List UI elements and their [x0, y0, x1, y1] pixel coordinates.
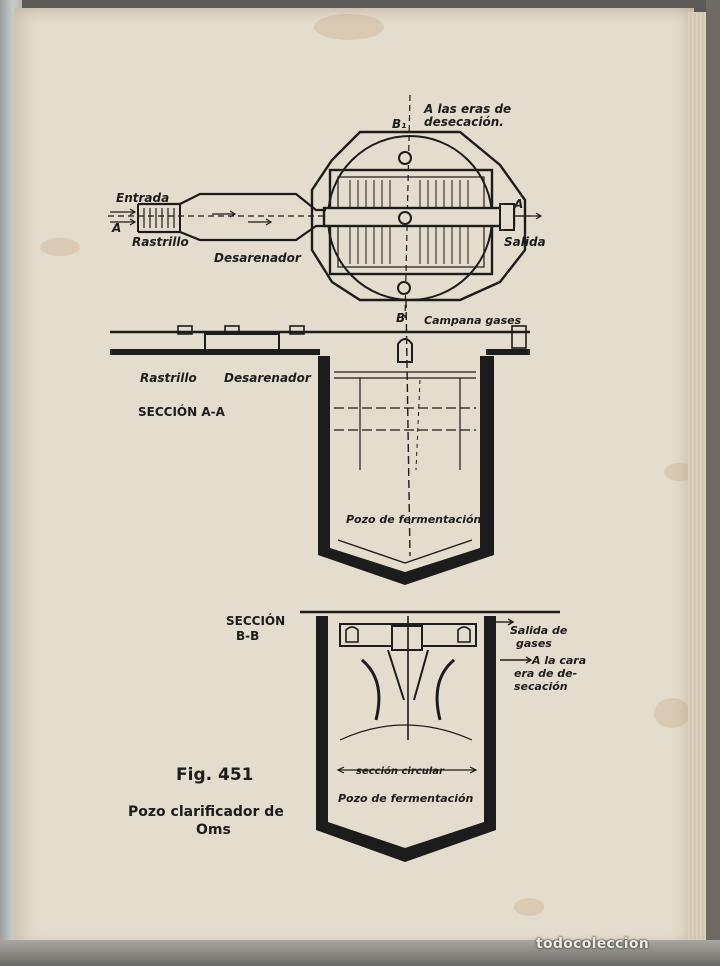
label-seccion-bb-1: SECCIÓN	[226, 613, 285, 628]
page-edges	[688, 12, 710, 942]
label-a-las-eras-1: A las eras de	[423, 102, 511, 116]
watermark-text: todocoleccion	[536, 936, 650, 952]
paper-stain	[514, 898, 544, 916]
label-rastrillo-top: Rastrillo	[132, 235, 189, 249]
label-salida-gases-2: gases	[516, 637, 552, 650]
label-pozo-fermentacion-1: Pozo de fermentación	[346, 513, 482, 526]
label-salida-gases-1: Salida de	[510, 624, 568, 637]
label-entrada: Entrada	[116, 191, 169, 205]
section-bb	[300, 610, 560, 862]
label-b1-top: B₁	[392, 117, 406, 131]
label-a-right: A	[513, 197, 523, 211]
label-seccion-aa: SECCIÓN A-A	[138, 404, 226, 419]
label-a-la-cara-3: secación	[514, 680, 568, 693]
label-a-la-cara-2: era de de-	[514, 667, 577, 680]
label-desarenador: Desarenador	[214, 251, 302, 265]
paper-stain	[664, 463, 694, 481]
label-pozo-fermentacion-2: Pozo de fermentación	[338, 792, 474, 805]
book-page	[14, 8, 694, 948]
label-campana: Campana gases	[424, 314, 522, 327]
paper-stain	[40, 238, 80, 256]
figure-caption-line-1: Pozo clarificador de	[128, 804, 284, 820]
section-aa	[110, 299, 530, 585]
label-a-la-cara-1: A la cara	[531, 654, 586, 667]
label-rastrillo-section: Rastrillo	[140, 371, 197, 385]
bottom-band	[0, 940, 720, 966]
label-a-left: A	[111, 221, 121, 235]
paper-stain	[314, 14, 384, 40]
diagram-labels: A las eras de desecación. B₁ Entrada A R…	[111, 102, 586, 838]
figure-number: Fig. 451	[176, 765, 253, 785]
plan-view	[108, 94, 543, 319]
paper-stain	[654, 698, 690, 728]
label-b-bottom: B	[396, 311, 405, 325]
label-salida: Salida	[504, 235, 546, 249]
label-seccion-circular: sección circular	[356, 765, 445, 777]
figure-caption-line-2: Oms	[196, 822, 231, 838]
label-a-las-eras-2: desecación.	[424, 115, 504, 129]
label-seccion-bb-2: B-B	[236, 629, 259, 643]
label-desarenador-section: Desarenador	[224, 371, 312, 385]
book-cover-right	[706, 0, 720, 966]
